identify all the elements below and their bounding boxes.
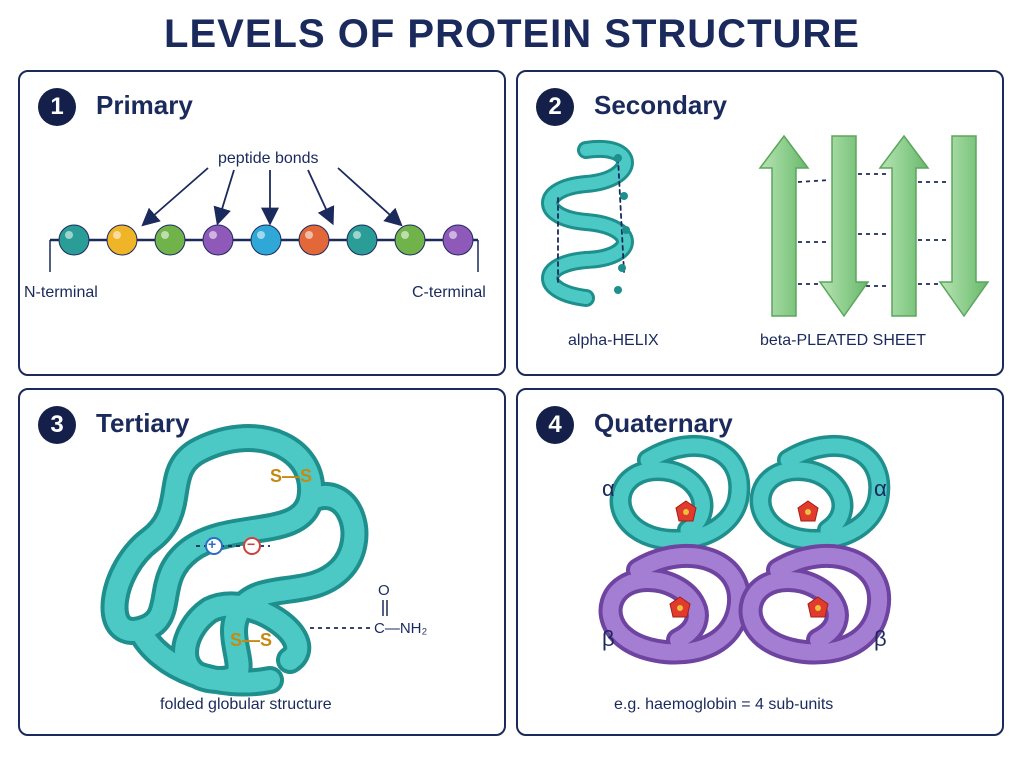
heme-group-icon: [807, 596, 829, 618]
peptide-bond-arrow: [337, 167, 403, 227]
folded-polypeptide: [100, 424, 369, 697]
beta-subunit-right: [738, 544, 892, 665]
peptide-bond-arrow: [307, 169, 335, 226]
bead-highlight: [257, 231, 265, 239]
amino-acid-bead: [298, 224, 330, 256]
amino-acid-bead: [346, 224, 378, 256]
haemoglobin-subunits: [598, 434, 892, 665]
beta-sheet-label: beta-PLEATED SHEET: [760, 332, 926, 349]
tertiary-caption: folded globular structure: [160, 696, 332, 713]
primary-title: Primary: [96, 90, 193, 120]
bead-highlight: [65, 231, 73, 239]
alpha-subunit-left: [609, 434, 751, 551]
amino-acid-bead: [202, 224, 234, 256]
heme-group-icon: [669, 596, 691, 618]
alpha-subunit-right: [749, 434, 891, 551]
quaternary-caption: e.g. haemoglobin = 4 sub-units: [614, 696, 834, 713]
positive-charge-label: +: [208, 536, 217, 552]
primary-panel: 1 Primary peptide bonds N-terminal C-ter…: [18, 70, 506, 376]
secondary-panel: 2 Secondary: [516, 70, 1004, 376]
bead-highlight: [305, 231, 313, 239]
amino-acid-bead: [106, 224, 138, 256]
peptide-bonds-label: peptide bonds: [218, 150, 319, 167]
amino-acid-beads: [58, 224, 474, 256]
sheet-hydrogen-bonds: [797, 173, 950, 287]
quaternary-panel: 4 Quaternary: [516, 388, 1004, 736]
beta-strand-down: [938, 135, 990, 318]
beta-pleated-sheet: [758, 134, 990, 318]
quaternary-structure-diagram: [598, 434, 892, 665]
negative-charge-icon: [243, 537, 261, 555]
heme-groups: [669, 500, 829, 618]
tertiary-number-badge: 3: [38, 406, 76, 444]
quaternary-title: Quaternary: [594, 408, 733, 438]
alpha-left-label: α: [602, 476, 615, 501]
heme-group-icon: [797, 500, 819, 522]
amide-group-label: C—NH₂: [374, 620, 428, 637]
amino-acid-bead: [58, 224, 90, 256]
tertiary-title: Tertiary: [96, 408, 190, 438]
carbonyl-oxygen-label: O: [378, 582, 390, 599]
tertiary-structure-diagram: [100, 424, 388, 697]
beta-strand-up: [758, 134, 810, 317]
page-title: LEVELS OF PROTEIN STRUCTURE: [164, 12, 860, 56]
beta-subunit-left: [598, 544, 752, 665]
secondary-title: Secondary: [594, 90, 727, 120]
amino-acid-bead: [442, 224, 474, 256]
beta-strand-up: [878, 134, 930, 317]
disulfide-bridge-bottom: S—S: [230, 630, 273, 650]
beta-right-label: β: [874, 626, 887, 651]
bead-highlight: [113, 231, 121, 239]
heme-group-icon: [675, 500, 697, 522]
primary-number-badge: 1: [38, 88, 76, 126]
secondary-structure-diagram: [541, 134, 990, 318]
n-terminal-label: N-terminal: [24, 284, 98, 301]
alpha-right-label: α: [874, 476, 887, 501]
helix-residues: [614, 154, 630, 294]
secondary-number-badge: 2: [536, 88, 574, 126]
bead-highlight: [353, 231, 361, 239]
tertiary-panel: 3 Tertiary S—S S—S + − O C—NH₂ folded gl…: [18, 388, 506, 736]
negative-charge-label: −: [247, 536, 256, 552]
peptide-bond-arrows: [141, 167, 403, 227]
hydrogen-bonds: [557, 157, 625, 283]
alpha-helix: [541, 139, 634, 307]
beta-strand-down: [818, 135, 870, 318]
amino-acid-bead: [394, 224, 426, 256]
quaternary-number-badge: 4: [536, 406, 574, 444]
bead-highlight: [209, 231, 217, 239]
bead-highlight: [449, 231, 457, 239]
peptide-bond-arrow: [141, 167, 209, 227]
positive-charge-icon: [205, 537, 223, 555]
peptide-bond-arrow: [213, 169, 235, 226]
disulfide-bridge-top: S—S: [270, 466, 313, 486]
amino-acid-bead: [154, 224, 186, 256]
amino-acid-chain-diagram: [49, 167, 479, 272]
bead-highlight: [161, 231, 169, 239]
alpha-helix-label: alpha-HELIX: [568, 332, 659, 349]
amino-acid-bead: [250, 224, 282, 256]
beta-left-label: β: [602, 626, 615, 651]
c-terminal-label: C-terminal: [412, 284, 486, 301]
bead-highlight: [401, 231, 409, 239]
